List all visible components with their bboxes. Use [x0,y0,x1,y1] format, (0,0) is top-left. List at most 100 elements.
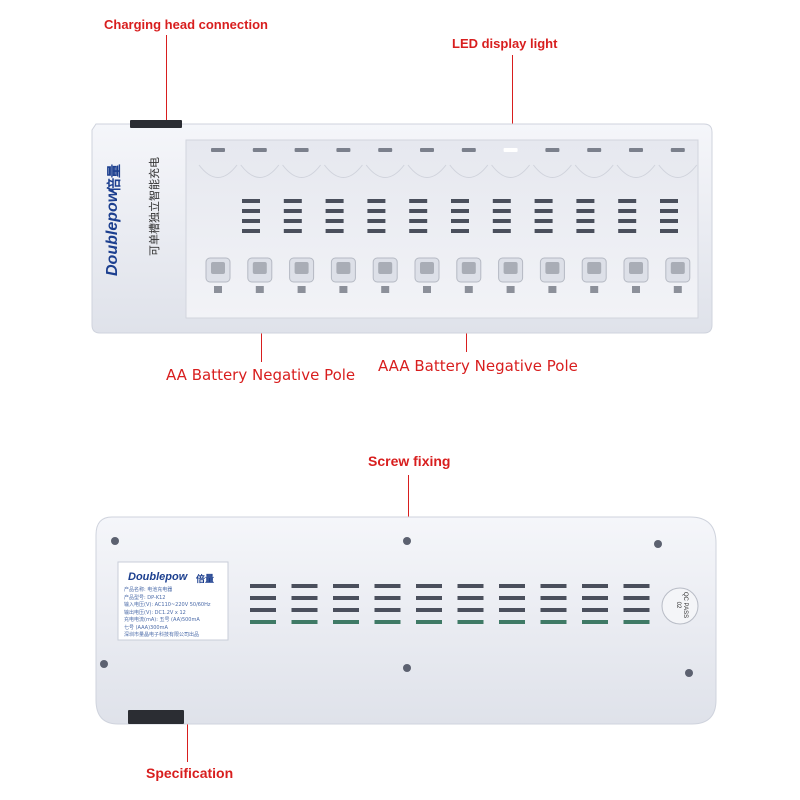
screw-hole [654,540,662,548]
vent-slot [451,219,469,223]
vent-slot [534,209,553,213]
negative-pole-housing [498,257,524,283]
led-indicator [503,148,518,152]
negative-contact [297,286,306,293]
vent-slot [660,209,678,213]
specification-dot [185,715,190,720]
vent-slot [534,229,553,233]
vent-slot [660,219,678,223]
rear-vent-slot [250,608,276,612]
spec-line: 深圳市量晶电子科技有限公司出品 [124,632,200,638]
aaa-negative-leader [466,292,467,352]
specification-callout: Specification [146,765,234,781]
negative-pole-housing [665,257,691,283]
rear-vent-slot [540,584,567,588]
rear-vent-slot [623,596,650,600]
vent-slot [660,229,678,233]
vent-slot [451,209,469,213]
rear-vent-slot [499,620,525,624]
rear-vent-slot [333,620,359,624]
rear-vent-slot [291,584,318,588]
positive-contact [587,148,602,152]
rear-vent-slot [540,620,567,624]
vent-slot [576,229,595,233]
rear-vent-slot [291,608,318,612]
positive-contact [252,148,267,152]
negative-pole-housing [289,257,315,283]
charging-head-dot [164,121,169,126]
slot-cradle [616,164,656,178]
led-light-leader [512,55,513,141]
vent-slot [576,209,595,213]
rear-vent-slot [540,608,567,612]
top-tagline-cn: 可单槽独立智能充电 [148,157,161,256]
negative-spring [587,262,602,274]
slot-cradle [407,164,447,178]
vent-slot [618,219,637,223]
vent-slot [492,209,511,213]
vent-slot [409,209,428,213]
spec-line: 产品名称: 电池充电器 [124,587,173,593]
rear-vent-slot [333,608,359,612]
slot-cradle [449,164,489,178]
negative-spring [336,262,351,274]
rear-vent-slot [374,596,401,600]
vent-slot [242,199,260,203]
positive-contact [378,148,393,152]
negative-spring [420,262,434,274]
rear-vent-slot [582,608,608,612]
negative-pole-housing [414,257,440,283]
positive-contact [629,148,643,152]
negative-spring [294,262,309,274]
negative-contact [339,286,348,293]
slot-cradle [365,164,405,178]
negative-pole-housing [372,257,398,283]
charging-head-callout: Charging head connection [104,17,268,32]
screw-hole [685,669,693,677]
negative-contact [548,286,557,293]
vent-slot [242,209,260,213]
rear-vent-slot [457,620,484,624]
slot-cradle [491,164,530,178]
rear-vent-slot [623,584,650,588]
negative-pole-housing [581,257,607,283]
positive-contact [336,148,351,152]
specification-leader [187,718,188,762]
vent-slot [534,199,553,203]
vent-slot [492,229,511,233]
vent-slot [451,199,469,203]
spec-line: 产品型号: DP-K12 [124,594,166,601]
negative-pole-housing [330,257,356,283]
negative-pole-housing [623,257,649,283]
spec-line: 输入电压(V): AC110~220V 50/60Hz [124,602,211,608]
led-light-dot [510,139,515,144]
vent-slot [618,229,637,233]
vent-slot [283,209,302,213]
vent-slot [325,199,344,203]
negative-contact [381,286,390,293]
rear-vent-slot [416,608,442,612]
led-light-callout: LED display light [452,36,558,51]
screw-fixing-leader [408,475,409,537]
rear-vent-slot [333,596,359,600]
vent-slot [367,199,386,203]
rear-vent-slot [250,584,276,588]
vent-slot [576,219,595,223]
vent-slot [534,219,553,223]
vent-slot [325,219,344,223]
rear-vent-slot [250,596,276,600]
top-brand-logo: Doublepow [104,189,121,276]
vent-slot [492,219,511,223]
vent-slot [325,209,344,213]
top-brand-cn: 倍量 [106,164,122,192]
negative-spring [211,262,225,274]
rear-vent-slot [416,584,442,588]
positive-contact [670,148,685,152]
rear-vent-slot [540,596,567,600]
spec-line: 输出电压(V): DC1.2V x 12 [124,609,186,616]
negative-spring [461,262,476,274]
negative-spring [503,262,518,274]
vent-slot [367,219,386,223]
